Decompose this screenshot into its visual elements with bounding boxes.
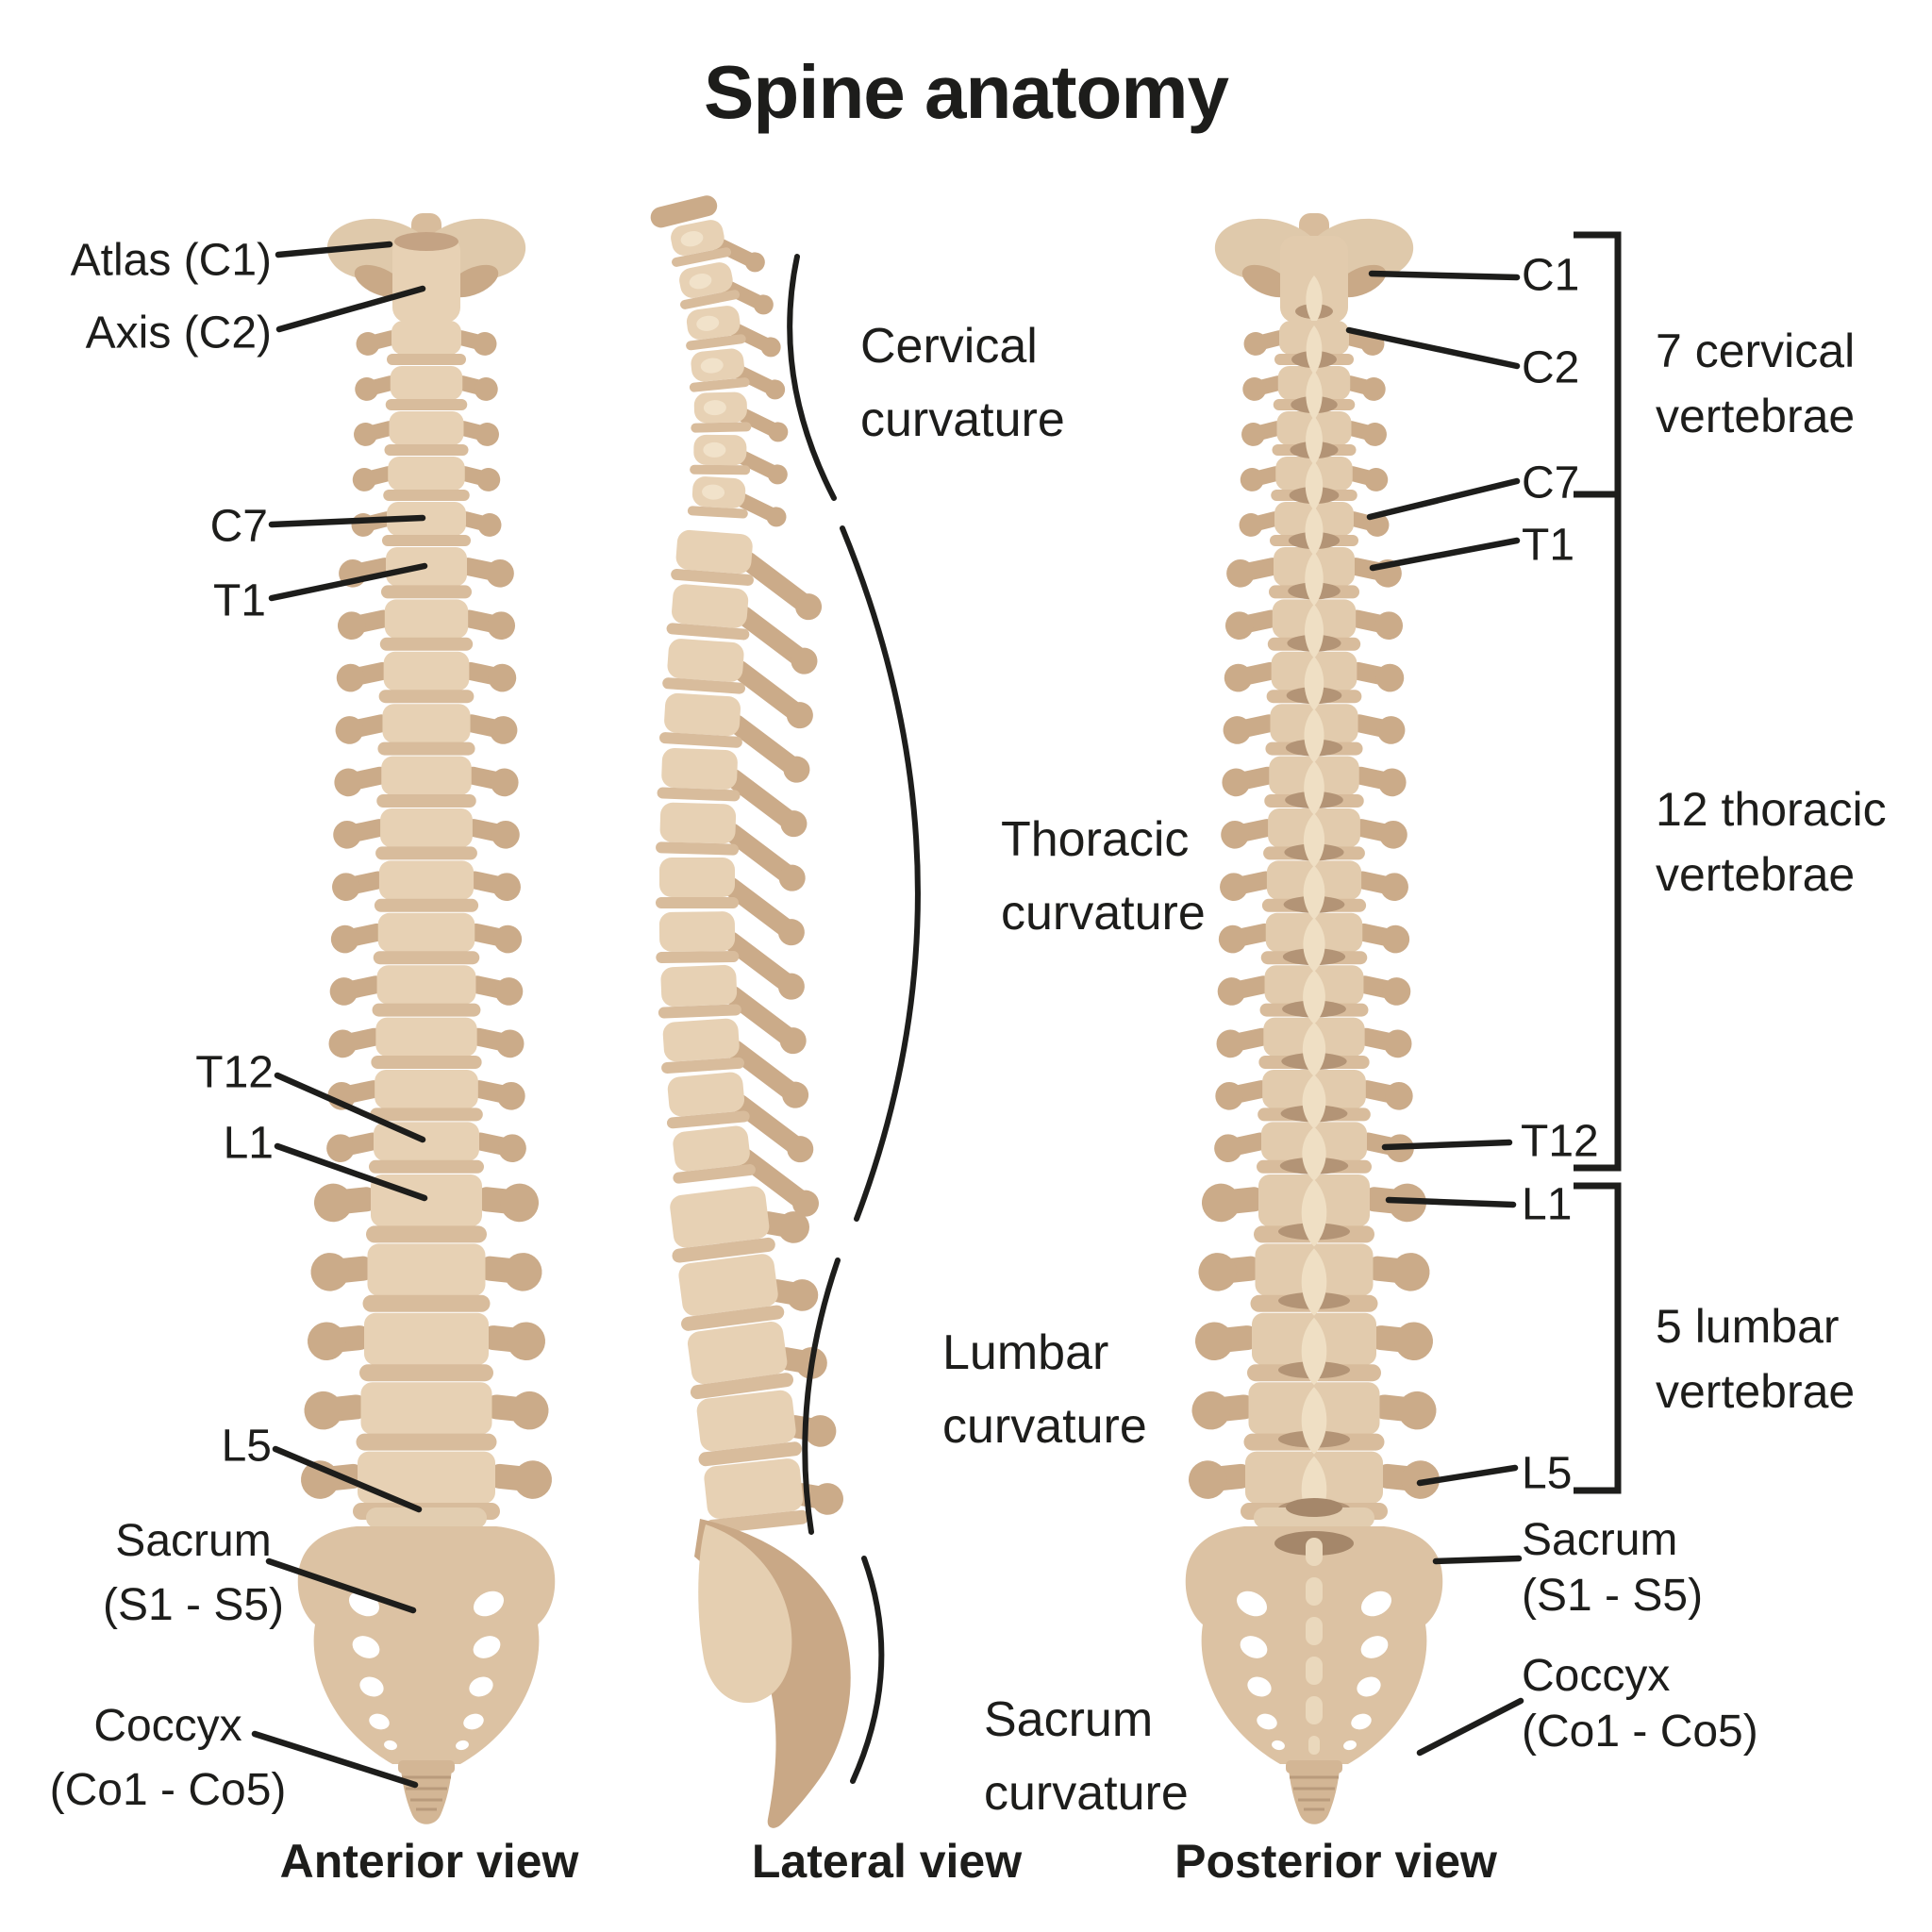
leader-line bbox=[275, 285, 426, 333]
leader-line bbox=[275, 241, 393, 258]
cervical-curvature-arc bbox=[787, 254, 837, 501]
label-c2-right: C2 bbox=[1522, 342, 1580, 393]
label-coccyx-left: Coccyx (Co1 - Co5) bbox=[49, 1701, 287, 1816]
leader-line bbox=[1416, 1464, 1519, 1487]
leader-line bbox=[1381, 1139, 1513, 1151]
bracket-cervical-thoracic bbox=[1574, 231, 1622, 1172]
label-group-lumbar: 5 lumbar vertebrae bbox=[1656, 1300, 1856, 1418]
leader-line bbox=[274, 1142, 428, 1202]
sacrum-curvature-arc bbox=[850, 1556, 885, 1784]
leader-line bbox=[268, 562, 428, 602]
lumbar-curvature-arc bbox=[802, 1257, 841, 1535]
label-c7-left: C7 bbox=[209, 501, 268, 552]
label-t12-left: T12 bbox=[195, 1047, 274, 1098]
thoracic-curvature-arc bbox=[840, 525, 921, 1222]
leader-line bbox=[1369, 537, 1521, 572]
posterior-spine bbox=[1185, 213, 1443, 1824]
label-thoracic-curvature: Thoracic curvature bbox=[1001, 812, 1206, 941]
leader-line bbox=[272, 1445, 423, 1513]
lateral-spine bbox=[650, 195, 851, 1828]
anterior-spine bbox=[297, 213, 556, 1824]
label-l1-right: L1 bbox=[1522, 1179, 1573, 1230]
label-group-cervical: 7 cervical vertebrae bbox=[1656, 325, 1856, 442]
label-t1-left: T1 bbox=[212, 575, 266, 626]
leader-line bbox=[1385, 1196, 1517, 1208]
label-axis-c2: Axis (C2) bbox=[85, 308, 272, 358]
page-title: Spine anatomy bbox=[703, 50, 1229, 134]
caption-lateral-view: Lateral view bbox=[751, 1835, 1023, 1888]
label-t1-right: T1 bbox=[1522, 520, 1575, 571]
label-l5-right: L5 bbox=[1522, 1448, 1573, 1499]
label-c1-right: C1 bbox=[1522, 250, 1580, 301]
label-coccyx-right: Coccyx (Co1 - Co5) bbox=[1522, 1651, 1758, 1757]
label-lumbar-curvature: Lumbar curvature bbox=[942, 1325, 1147, 1454]
caption-posterior-view: Posterior view bbox=[1174, 1835, 1497, 1888]
leader-line bbox=[274, 1072, 426, 1143]
leader-line bbox=[1432, 1555, 1523, 1565]
label-group-thoracic: 12 thoracic vertebrae bbox=[1656, 783, 1887, 901]
leader-line bbox=[1366, 477, 1521, 521]
bracket-lumbar bbox=[1574, 1182, 1622, 1494]
label-l5-left: L5 bbox=[221, 1421, 272, 1472]
leader-line bbox=[268, 514, 426, 528]
label-sacrum-right: Sacrum (S1 - S5) bbox=[1522, 1515, 1704, 1621]
label-t12-right: T12 bbox=[1521, 1116, 1599, 1167]
label-l1-left: L1 bbox=[223, 1118, 274, 1169]
caption-anterior-view: Anterior view bbox=[279, 1835, 579, 1888]
leader-line bbox=[1345, 326, 1521, 370]
label-atlas-c1: Atlas (C1) bbox=[70, 235, 272, 286]
label-c7-right: C7 bbox=[1522, 458, 1580, 508]
leader-line bbox=[265, 1557, 417, 1614]
label-cervical-curvature: Cervical curvature bbox=[860, 319, 1065, 447]
label-sacrum-curvature: Sacrum curvature bbox=[984, 1692, 1189, 1821]
leader-line bbox=[1416, 1697, 1524, 1757]
label-sacrum-left: Sacrum (S1 - S5) bbox=[102, 1516, 285, 1631]
leader-line bbox=[1368, 270, 1521, 281]
leader-line bbox=[251, 1730, 419, 1789]
